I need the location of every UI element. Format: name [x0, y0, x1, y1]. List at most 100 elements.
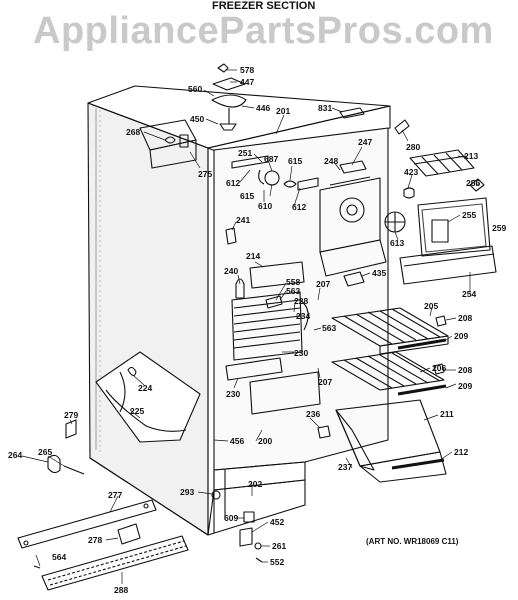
callout-255: 255	[462, 210, 476, 220]
trough-230	[225, 357, 283, 381]
callout-610: 610	[258, 201, 272, 211]
callout-200: 200	[258, 436, 272, 446]
clip-236	[317, 425, 331, 439]
callout-288: 288	[114, 585, 128, 595]
callout-254: 254	[462, 289, 476, 299]
callout-212: 212	[454, 447, 468, 457]
callout-207-upper: 207	[316, 279, 330, 289]
clip-280	[394, 119, 410, 135]
part-261	[254, 542, 262, 550]
callout-268: 268	[126, 127, 140, 137]
callout-265: 265	[38, 447, 52, 457]
callout-278: 278	[88, 535, 102, 545]
callout-248: 248	[324, 156, 338, 166]
hinge-452	[239, 527, 253, 547]
bracket-279	[65, 419, 77, 439]
evaporator-coil	[231, 291, 309, 361]
ice-bucket	[95, 351, 201, 443]
callout-201: 201	[276, 106, 290, 116]
callout-456: 456	[230, 436, 244, 446]
callout-280: 280	[406, 142, 420, 152]
callout-435: 435	[372, 268, 386, 278]
callout-234: 234	[296, 311, 310, 321]
callout-563-lower: 563	[322, 323, 336, 333]
shelf-lower	[331, 351, 447, 396]
callout-230-right: 230	[294, 348, 308, 358]
clip-208-upper	[435, 315, 447, 327]
lower-cover	[249, 371, 321, 415]
callout-236: 236	[306, 409, 320, 419]
callout-261: 261	[272, 541, 286, 551]
callout-211: 211	[440, 409, 454, 419]
callout-452: 452	[270, 517, 284, 527]
callout-208-upper: 208	[458, 313, 472, 323]
screw-552	[255, 557, 263, 563]
fan-613	[384, 211, 406, 233]
callout-206: 206	[432, 363, 446, 373]
callout-687: 687	[264, 154, 278, 164]
callout-560: 560	[188, 84, 202, 94]
ice-maker	[417, 197, 491, 257]
callout-251: 251	[238, 148, 252, 158]
rail-277	[17, 499, 157, 549]
callout-209-upper: 209	[454, 331, 468, 341]
callout-277: 277	[108, 490, 122, 500]
bracket-254	[399, 245, 497, 285]
callout-552: 552	[270, 557, 284, 567]
callout-831: 831	[318, 103, 332, 113]
part-278	[117, 523, 141, 545]
callout-240: 240	[224, 266, 238, 276]
shelf-upper	[331, 307, 449, 355]
callout-564: 564	[52, 552, 66, 562]
callout-259: 259	[492, 223, 506, 233]
callout-612-left: 612	[226, 178, 240, 188]
evaporator-cover	[319, 160, 387, 277]
part-558	[265, 295, 283, 309]
pin-265	[63, 465, 85, 475]
ice-tray	[409, 149, 475, 177]
callout-264: 264	[8, 450, 22, 460]
callout-563-upper: 563	[286, 286, 300, 296]
part-423	[403, 187, 415, 199]
callout-230-left: 230	[226, 389, 240, 399]
screw-293	[211, 490, 221, 500]
screw-564	[33, 565, 41, 569]
part-256	[469, 178, 485, 192]
watermark: AppliancePartsPros.com	[33, 10, 494, 52]
part-241	[225, 227, 237, 245]
callout-447: 447	[240, 77, 254, 87]
callout-279: 279	[64, 410, 78, 420]
section-title: FREEZER SECTION	[212, 0, 316, 12]
art-number: (ART NO. WR18069 C11)	[366, 537, 459, 546]
callout-615-upper: 615	[288, 156, 302, 166]
callout-609: 609	[224, 513, 238, 523]
callout-615-lower: 615	[240, 191, 254, 201]
callout-labels: 578 447 560 446 450 201 831 268 275 247 …	[8, 65, 506, 595]
callout-202: 202	[248, 479, 262, 489]
plate-831	[339, 107, 365, 119]
callout-213: 213	[464, 151, 478, 161]
part-435	[343, 271, 365, 287]
callout-208-lower: 208	[458, 365, 472, 375]
callout-293: 293	[180, 487, 194, 497]
clip-208-lower	[433, 363, 445, 375]
callout-446: 446	[256, 103, 270, 113]
callout-256: 256	[466, 178, 480, 188]
callout-613: 613	[390, 238, 404, 248]
callout-241: 241	[236, 215, 250, 225]
callout-228: 228	[294, 296, 308, 306]
part-609	[243, 511, 255, 523]
top-fan-parts	[211, 63, 247, 131]
callout-275: 275	[198, 169, 212, 179]
grille-288	[41, 535, 189, 591]
callout-205: 205	[424, 301, 438, 311]
basket	[335, 399, 447, 483]
callout-224: 224	[138, 383, 152, 393]
callout-207-lower: 207	[318, 377, 332, 387]
callout-225: 225	[130, 406, 144, 416]
leader-lines	[21, 69, 481, 584]
callout-247: 247	[358, 137, 372, 147]
callout-237: 237	[338, 462, 352, 472]
